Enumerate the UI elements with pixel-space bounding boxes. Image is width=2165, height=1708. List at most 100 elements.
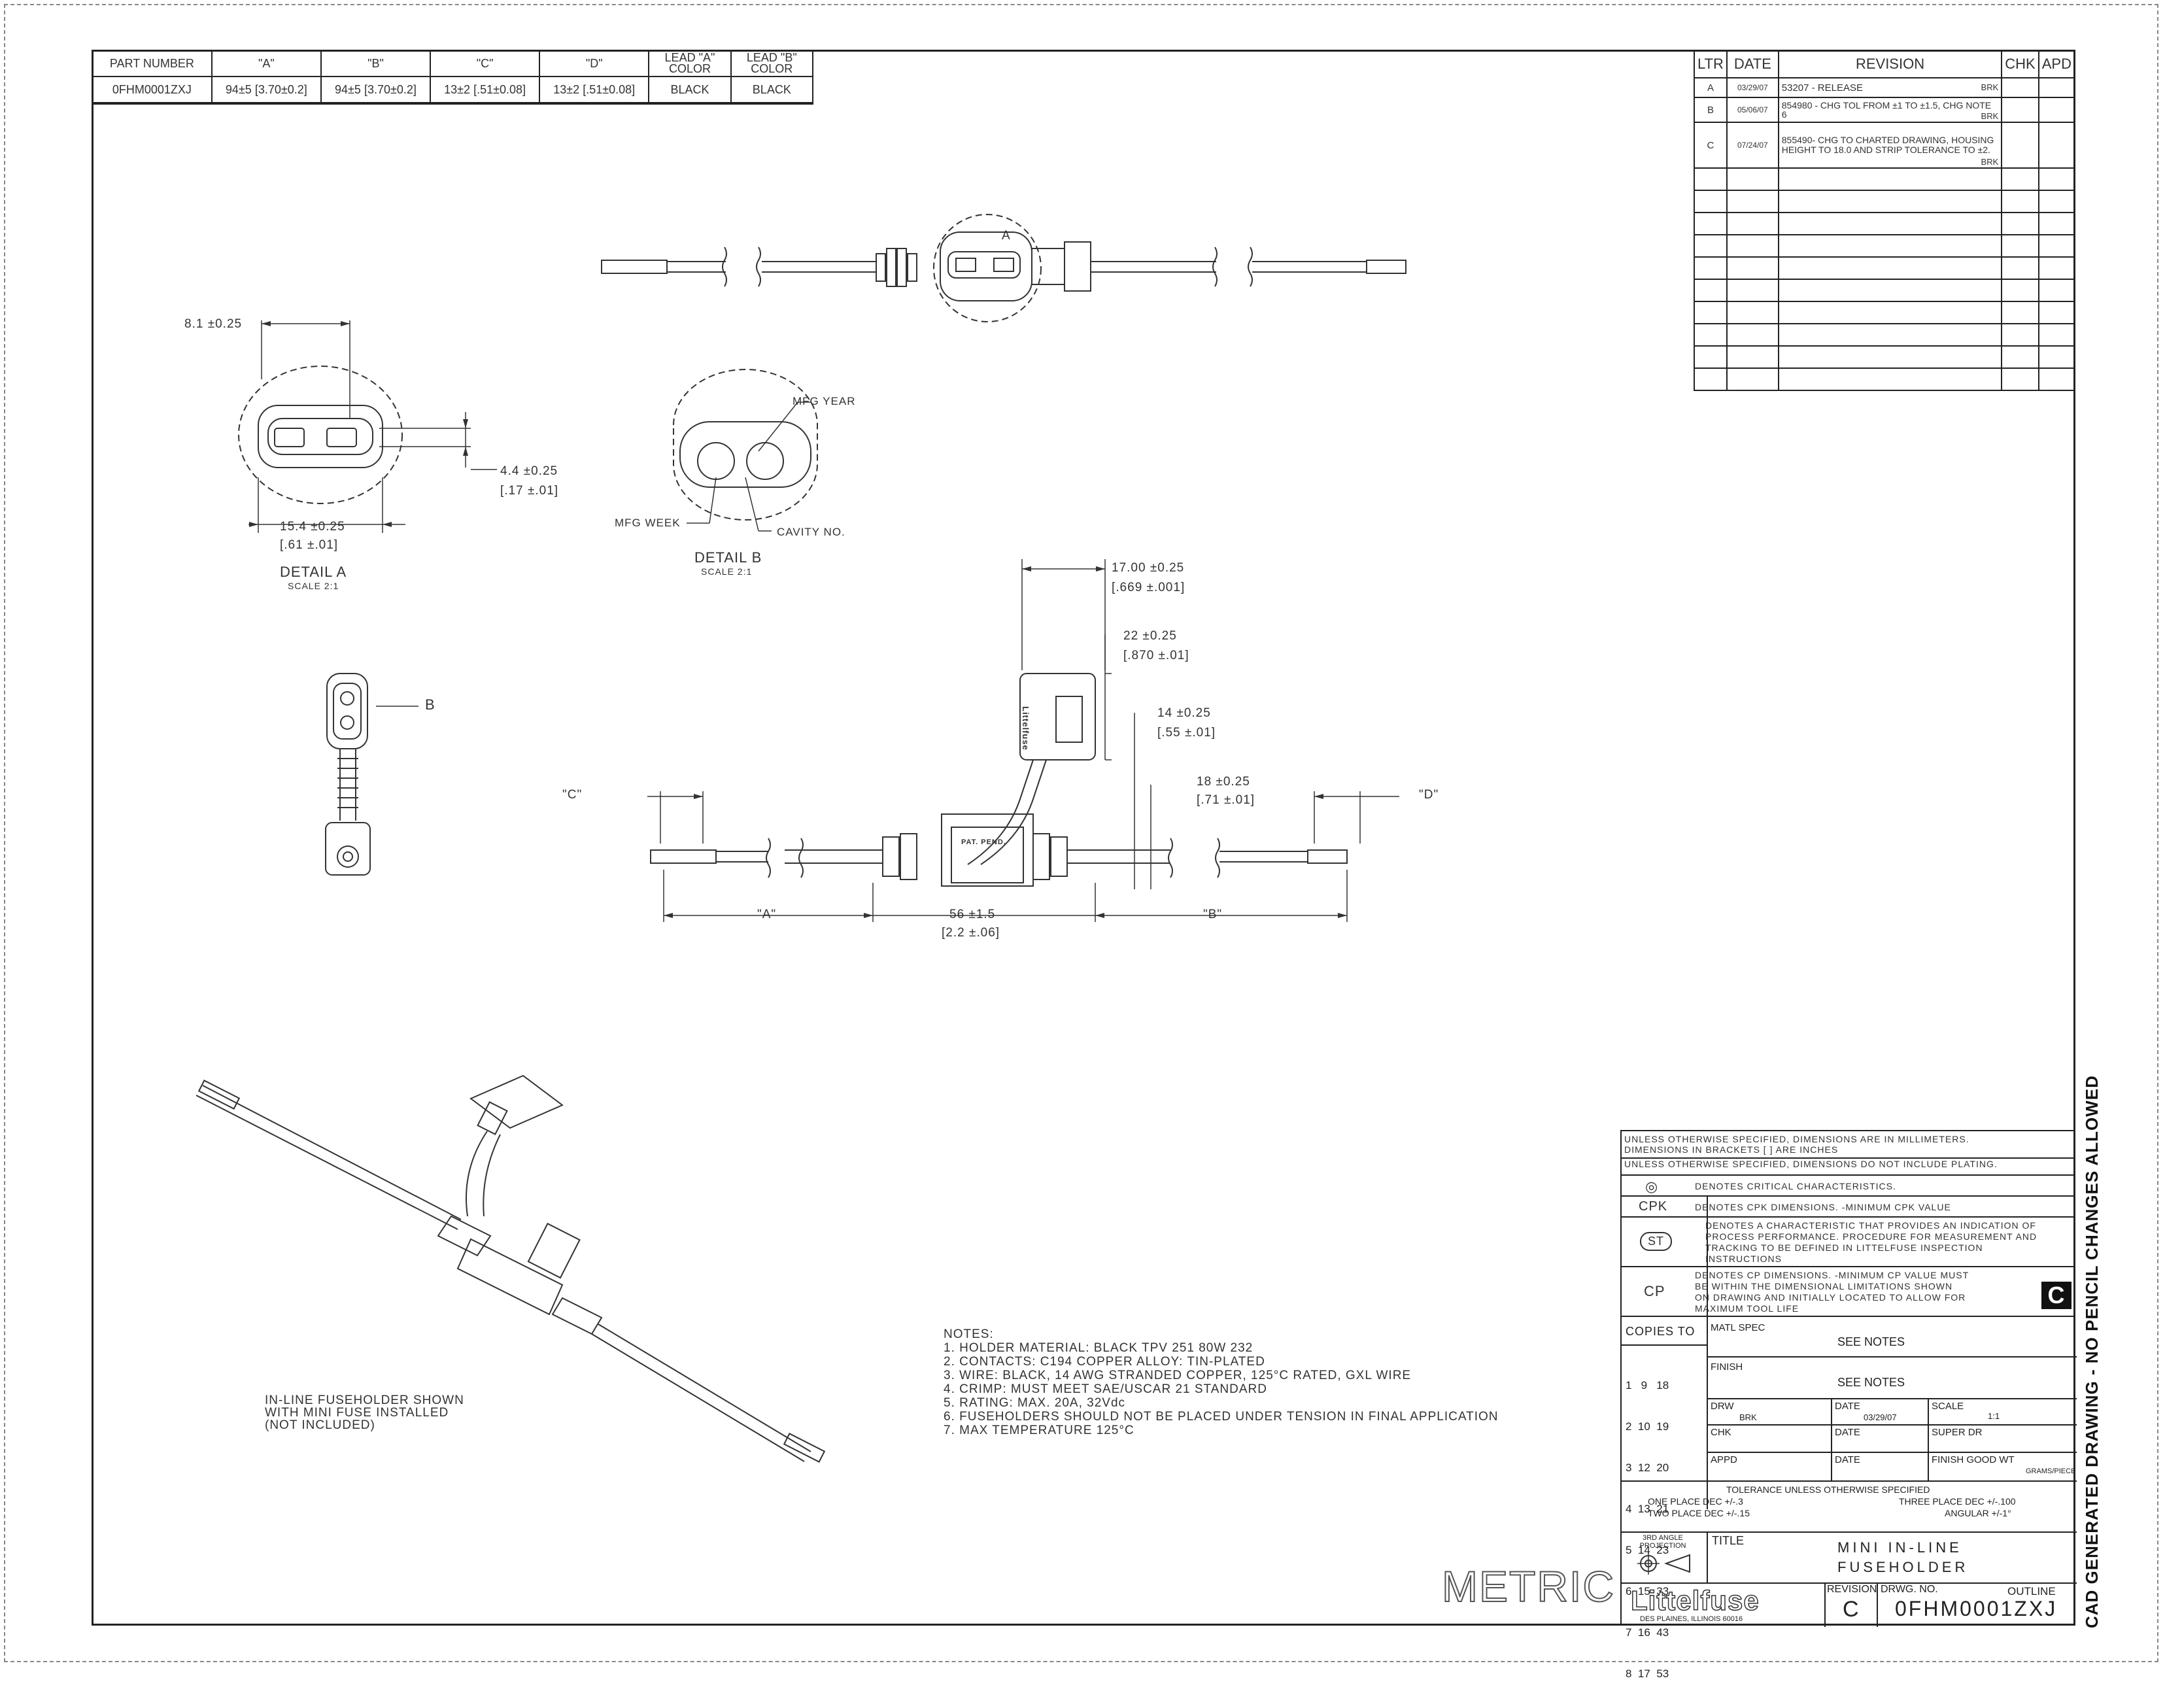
d-cell: 13±2 [.51±0.08]: [539, 76, 650, 103]
title-line1: MINI IN-LINE: [1837, 1539, 1962, 1556]
tol-one: ONE PLACE DEC +/-.3: [1648, 1496, 1743, 1507]
rev-empty-cell: [1726, 167, 1779, 191]
notes-block: NOTES: 1. HOLDER MATERIAL: BLACK TPV 251…: [944, 1327, 1498, 1437]
side-dim3-inch: [.55 ±.01]: [1157, 726, 1216, 740]
metric-stamp: METRIC: [1441, 1562, 1615, 1611]
rev-empty-cell: [2001, 256, 2039, 280]
rev-empty-cell: [2037, 167, 2076, 191]
rev-empty-cell: [1694, 367, 1728, 391]
rev-empty-cell: [2001, 190, 2039, 213]
rev-empty-cell: [1777, 256, 2003, 280]
finish-wt-label: FINISH GOOD WT: [1932, 1454, 2015, 1465]
rev-empty-row: [1694, 279, 2076, 302]
title-line2: FUSEHOLDER: [1837, 1559, 1969, 1575]
side-dim4-inch: [.71 ±.01]: [1197, 793, 1255, 807]
rev-empty-row: [1694, 367, 2076, 391]
note-item: 6. FUSEHOLDERS SHOULD NOT BE PLACED UNDE…: [944, 1410, 1499, 1424]
drwg-label: DRWG. NO.: [1881, 1584, 1938, 1595]
rev-empty-cell: [1726, 279, 1779, 302]
super-dr-label: SUPER DR: [1932, 1427, 1983, 1438]
rev-empty-cell: [1777, 367, 2003, 391]
finish-label: FINISH: [1711, 1361, 1743, 1373]
copies-row: 1 9 18: [1626, 1379, 1669, 1392]
rev-empty-row: [1694, 167, 2076, 191]
rev-empty-cell: [1777, 190, 2003, 213]
title-block: UNLESS OTHERWISE SPECIFIED, DIMENSIONS A…: [1620, 1130, 2077, 1680]
rev-ltr: A: [1694, 77, 1728, 98]
rev-empty-cell: [2037, 234, 2076, 258]
side-center-dim: 56 ±1.5: [949, 908, 996, 921]
rev-empty-cell: [1694, 301, 1728, 324]
side-dim1-inch: [.669 ±.001]: [1112, 581, 1185, 594]
rev-empty-row: [1694, 345, 2076, 369]
tol-angular: ANGULAR +/-1°: [1945, 1508, 2011, 1518]
tb-cpk: DENOTES CPK DIMENSIONS. -MINIMUM CPK VAL…: [1695, 1202, 1951, 1212]
rev-empty-cell: [2001, 279, 2039, 302]
critical-icon: ◎: [1645, 1178, 1659, 1195]
c-header: "C": [430, 50, 541, 77]
rev-desc-text: 855490- CHG TO CHARTED DRAWING, HOUSING …: [1781, 135, 1994, 155]
rev-empty-cell: [1726, 367, 1779, 391]
rev-empty-cell: [2037, 323, 2076, 347]
detail-a-dim-top: 8.1 ±0.25: [184, 317, 243, 331]
iso-caption-line: WITH MINI FUSE INSTALLED: [265, 1406, 449, 1420]
top-view: [601, 214, 1406, 322]
apd-header: APD: [2037, 50, 2076, 78]
housing-brand: Littelfuse: [1021, 706, 1031, 751]
tb-row-st: ST DENOTES A CHARACTERISTIC THAT PROVIDE…: [1622, 1216, 2074, 1267]
a-header: "A": [211, 50, 322, 77]
pat-pend-label: PAT. PEND.: [961, 838, 1006, 846]
copies-row: 2 10 19: [1626, 1420, 1669, 1433]
note-item: 7. MAX TEMPERATURE 125°C: [944, 1424, 1134, 1437]
a-cell: 94±5 [3.70±0.2]: [211, 76, 322, 103]
rev-empty-cell: [1726, 301, 1779, 324]
drw-value: BRK: [1739, 1412, 1757, 1422]
b-header: "B": [320, 50, 432, 77]
lead-b-cell: BLACK: [730, 76, 814, 103]
cp-symbol: CP: [1644, 1283, 1665, 1299]
tol-title: TOLERANCE UNLESS OTHERWISE SPECIFIED: [1726, 1484, 1930, 1495]
rev-chk: [2001, 122, 2039, 169]
rev-empty-row: [1694, 190, 2076, 213]
rev-empty-cell: [2001, 234, 2039, 258]
side-dim3: 14 ±0.25: [1157, 706, 1211, 720]
rev-empty-row: [1694, 323, 2076, 347]
b-cell: 94±5 [3.70±0.2]: [320, 76, 432, 103]
rev-empty-cell: [1694, 345, 1728, 369]
rev-by: BRK: [1981, 82, 1999, 92]
rev-empty-cell: [2001, 345, 2039, 369]
part-number-table: PART NUMBER "A" "B" "C" "D" LEAD "A" COL…: [92, 50, 814, 103]
side-dim2: 22 ±0.25: [1123, 629, 1177, 643]
rev-empty-row: [1694, 301, 2076, 324]
detail-a-dim-bottom-inch: [.61 ±.01]: [280, 538, 339, 552]
ltr-header: LTR: [1694, 50, 1728, 78]
date-value: 03/29/07: [1864, 1412, 1897, 1422]
side-c-label: "C": [562, 788, 583, 802]
rev-empty-cell: [1694, 323, 1728, 347]
chk-label: CHK: [1711, 1427, 1731, 1438]
projection-icon: [1637, 1552, 1690, 1575]
rev-empty-cell: [1777, 345, 2003, 369]
rev-desc-text: 854980 - CHG TOL FROM ±1 TO ±1.5, CHG NO…: [1781, 100, 1992, 120]
c-logo-icon: C: [2041, 1282, 2071, 1309]
rev-empty-cell: [2001, 301, 2039, 324]
rev-empty-cell: [1726, 256, 1779, 280]
drawing-frame: [92, 50, 2075, 1626]
drw-label: DRW: [1711, 1401, 1734, 1412]
isometric-drawing: [196, 1074, 826, 1463]
rev-date: 05/06/07: [1726, 97, 1779, 123]
top-view-a-label: A: [1002, 229, 1011, 243]
lead-b-header: LEAD "B" COLOR: [730, 50, 814, 77]
scale-label: SCALE: [1932, 1401, 1964, 1412]
detail-b-drawing: [673, 369, 818, 532]
detail-b-scale: SCALE 2:1: [701, 566, 753, 577]
side-view-drawing: [647, 559, 1399, 922]
iso-caption: IN-LINE FUSEHOLDER SHOWN WITH MINI FUSE …: [265, 1394, 464, 1431]
date-header: DATE: [1726, 50, 1779, 78]
part-table-underline: [92, 103, 813, 105]
grams-label: GRAMS/PIECE: [2026, 1467, 2076, 1475]
rev-empty-cell: [2037, 256, 2076, 280]
sheet-border: [4, 4, 2158, 1662]
tol-two: TWO PLACE DEC +/-.15: [1648, 1508, 1750, 1518]
